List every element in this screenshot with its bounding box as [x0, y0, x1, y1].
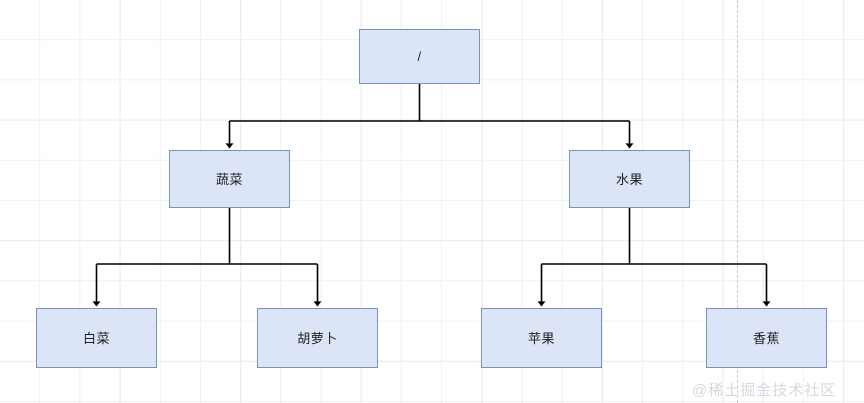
node-fruits[interactable]: 水果: [569, 150, 690, 208]
node-vegetables-label: 蔬菜: [215, 171, 243, 187]
node-cabbage-label: 白菜: [82, 330, 110, 346]
node-banana[interactable]: 香蕉: [706, 308, 827, 368]
node-carrot-label: 胡萝卜: [297, 330, 338, 346]
node-fruits-label: 水果: [615, 171, 643, 187]
node-root-label: /: [417, 49, 422, 64]
node-banana-label: 香蕉: [752, 330, 780, 346]
node-root[interactable]: /: [359, 29, 480, 84]
node-vegetables[interactable]: 蔬菜: [169, 150, 290, 208]
node-carrot[interactable]: 胡萝卜: [257, 308, 378, 368]
node-apple[interactable]: 苹果: [481, 308, 602, 368]
node-apple-label: 苹果: [527, 330, 555, 346]
node-cabbage[interactable]: 白菜: [36, 308, 157, 368]
watermark: @稀土掘金技术社区: [692, 382, 837, 399]
